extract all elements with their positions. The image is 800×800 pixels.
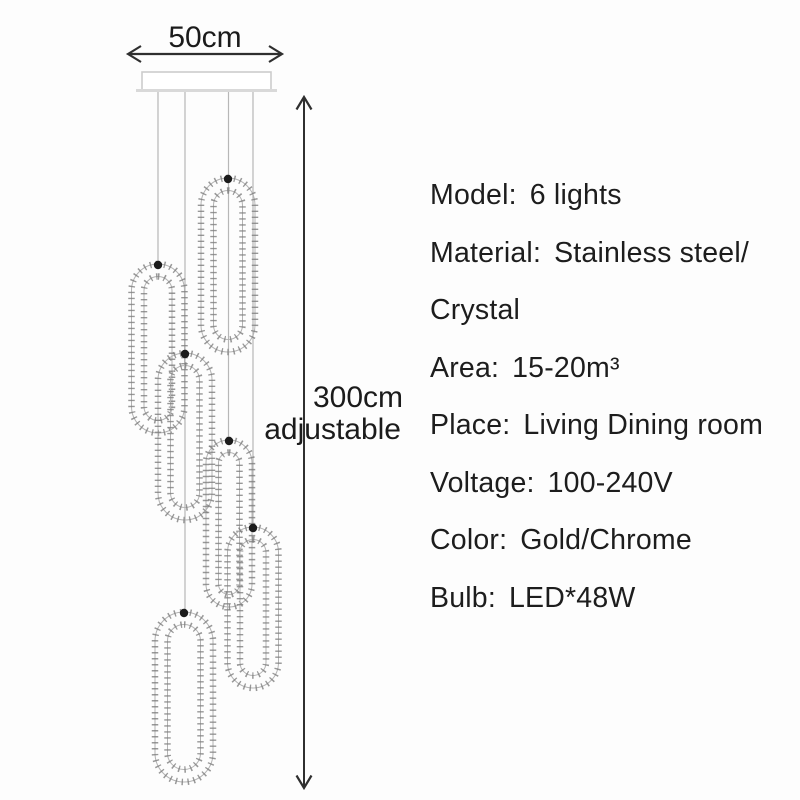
arrowhead-left-icon bbox=[125, 45, 142, 63]
height-dimension-label-line1: 300cm bbox=[313, 381, 403, 414]
spec-value: 100-240V bbox=[547, 466, 673, 499]
height-dimension-label-line2: adjustable bbox=[264, 413, 401, 446]
pendant-ring bbox=[202, 436, 256, 611]
spec-row-voltage: Voltage: 100-240V bbox=[430, 455, 795, 513]
pendant-ring bbox=[197, 174, 259, 356]
spec-value: LED*48W bbox=[508, 581, 636, 614]
spec-value: 15-20m³ bbox=[512, 351, 620, 384]
spec-value: Crystal bbox=[430, 294, 521, 327]
arrowhead-right-icon bbox=[268, 45, 285, 63]
spec-value: Stainless steel/ bbox=[554, 236, 749, 269]
spec-label: Area: bbox=[430, 351, 500, 384]
chandelier-diagram: 50cm 300cm adjustable bbox=[125, 21, 403, 791]
spec-label: Color: bbox=[430, 524, 508, 557]
spec-list: Model: 6 lights Material: Stainless stee… bbox=[430, 167, 795, 627]
connector-dot bbox=[248, 523, 258, 533]
spec-row-place: Place: Living Dining room bbox=[430, 397, 795, 455]
connector-dot bbox=[223, 174, 233, 184]
connector-dot bbox=[180, 349, 190, 359]
spec-row-material-wrap: Crystal bbox=[430, 282, 795, 340]
spec-row-area: Area: 15-20m³ bbox=[430, 340, 795, 398]
arrowhead-up-icon bbox=[295, 94, 313, 111]
spec-row-bulb: Bulb: LED*48W bbox=[430, 570, 795, 628]
spec-label: Material: bbox=[430, 236, 542, 269]
spec-value: Gold/Chrome bbox=[520, 524, 692, 557]
spec-row-material: Material: Stainless steel/ bbox=[430, 225, 795, 283]
spec-row-color: Color: Gold/Chrome bbox=[430, 512, 795, 570]
spec-value: 6 lights bbox=[529, 179, 622, 212]
spec-value: Living Dining room bbox=[523, 409, 764, 442]
connector-dot bbox=[153, 260, 163, 270]
arrowhead-down-icon bbox=[295, 774, 313, 791]
width-dimension-label: 50cm bbox=[168, 21, 241, 54]
pendant-ring bbox=[224, 523, 282, 692]
pendant-ring bbox=[154, 349, 216, 524]
spec-label: Voltage: bbox=[430, 466, 535, 499]
spec-label: Model: bbox=[430, 179, 517, 212]
connector-dot bbox=[224, 436, 234, 446]
spec-row-model: Model: 6 lights bbox=[430, 167, 795, 225]
pendant-ring bbox=[151, 608, 217, 786]
spec-label: Bulb: bbox=[430, 581, 496, 614]
spec-label: Place: bbox=[430, 409, 511, 442]
connector-dot bbox=[179, 608, 189, 618]
ceiling-plate-base bbox=[136, 89, 277, 92]
ceiling-plate bbox=[141, 71, 272, 91]
